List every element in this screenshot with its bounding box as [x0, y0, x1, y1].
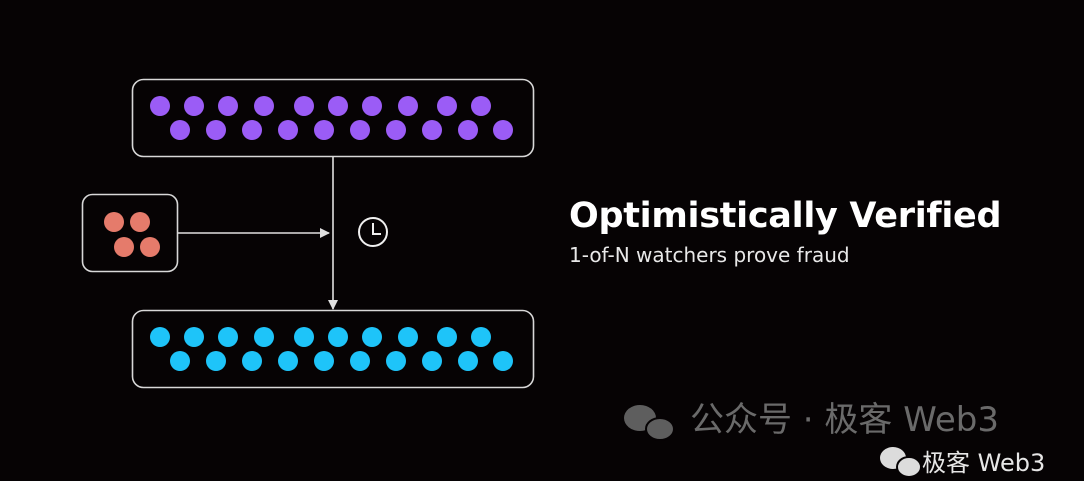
source-node [294, 96, 314, 116]
watermark-background: 公众号 · 极客 Web3 [690, 400, 999, 440]
destination-node [218, 327, 238, 347]
destination-node [242, 351, 262, 371]
source-node [471, 96, 491, 116]
destination-node [362, 327, 382, 347]
wechat-icon-small [880, 447, 922, 478]
source-node [328, 96, 348, 116]
watcher-node [104, 212, 124, 232]
heading-subtitle: 1-of-N watchers prove fraud [569, 243, 850, 267]
source-node [254, 96, 274, 116]
watermark-foreground: 极客 Web3 [922, 449, 1046, 477]
watcher-node [140, 237, 160, 257]
source-node [350, 120, 370, 140]
clock-icon [358, 217, 388, 247]
watcher-node [114, 237, 134, 257]
wechat-icon-large [624, 405, 675, 441]
source-node [493, 120, 513, 140]
destination-node [254, 327, 274, 347]
destination-node [170, 351, 190, 371]
destination-group-box [131, 309, 535, 389]
destination-node [328, 327, 348, 347]
destination-node [458, 351, 478, 371]
destination-node [206, 351, 226, 371]
source-group-box [131, 78, 535, 158]
source-node [278, 120, 298, 140]
source-node [170, 120, 190, 140]
source-node [218, 96, 238, 116]
destination-node [350, 351, 370, 371]
destination-node [184, 327, 204, 347]
destination-node [314, 351, 334, 371]
source-node [184, 96, 204, 116]
destination-node [493, 351, 513, 371]
heading-title: Optimistically Verified [569, 196, 1002, 236]
destination-node [278, 351, 298, 371]
destination-node [150, 327, 170, 347]
source-node [437, 96, 457, 116]
source-node [458, 120, 478, 140]
destination-node [398, 327, 418, 347]
watcher-group-box [81, 193, 179, 273]
destination-node [437, 327, 457, 347]
source-node [422, 120, 442, 140]
source-node [398, 96, 418, 116]
source-node [314, 120, 334, 140]
destination-node [294, 327, 314, 347]
destination-node [471, 327, 491, 347]
source-node [242, 120, 262, 140]
destination-node [422, 351, 442, 371]
source-node [206, 120, 226, 140]
source-node [362, 96, 382, 116]
destination-node [386, 351, 406, 371]
watcher-node [130, 212, 150, 232]
source-node [386, 120, 406, 140]
source-node [150, 96, 170, 116]
